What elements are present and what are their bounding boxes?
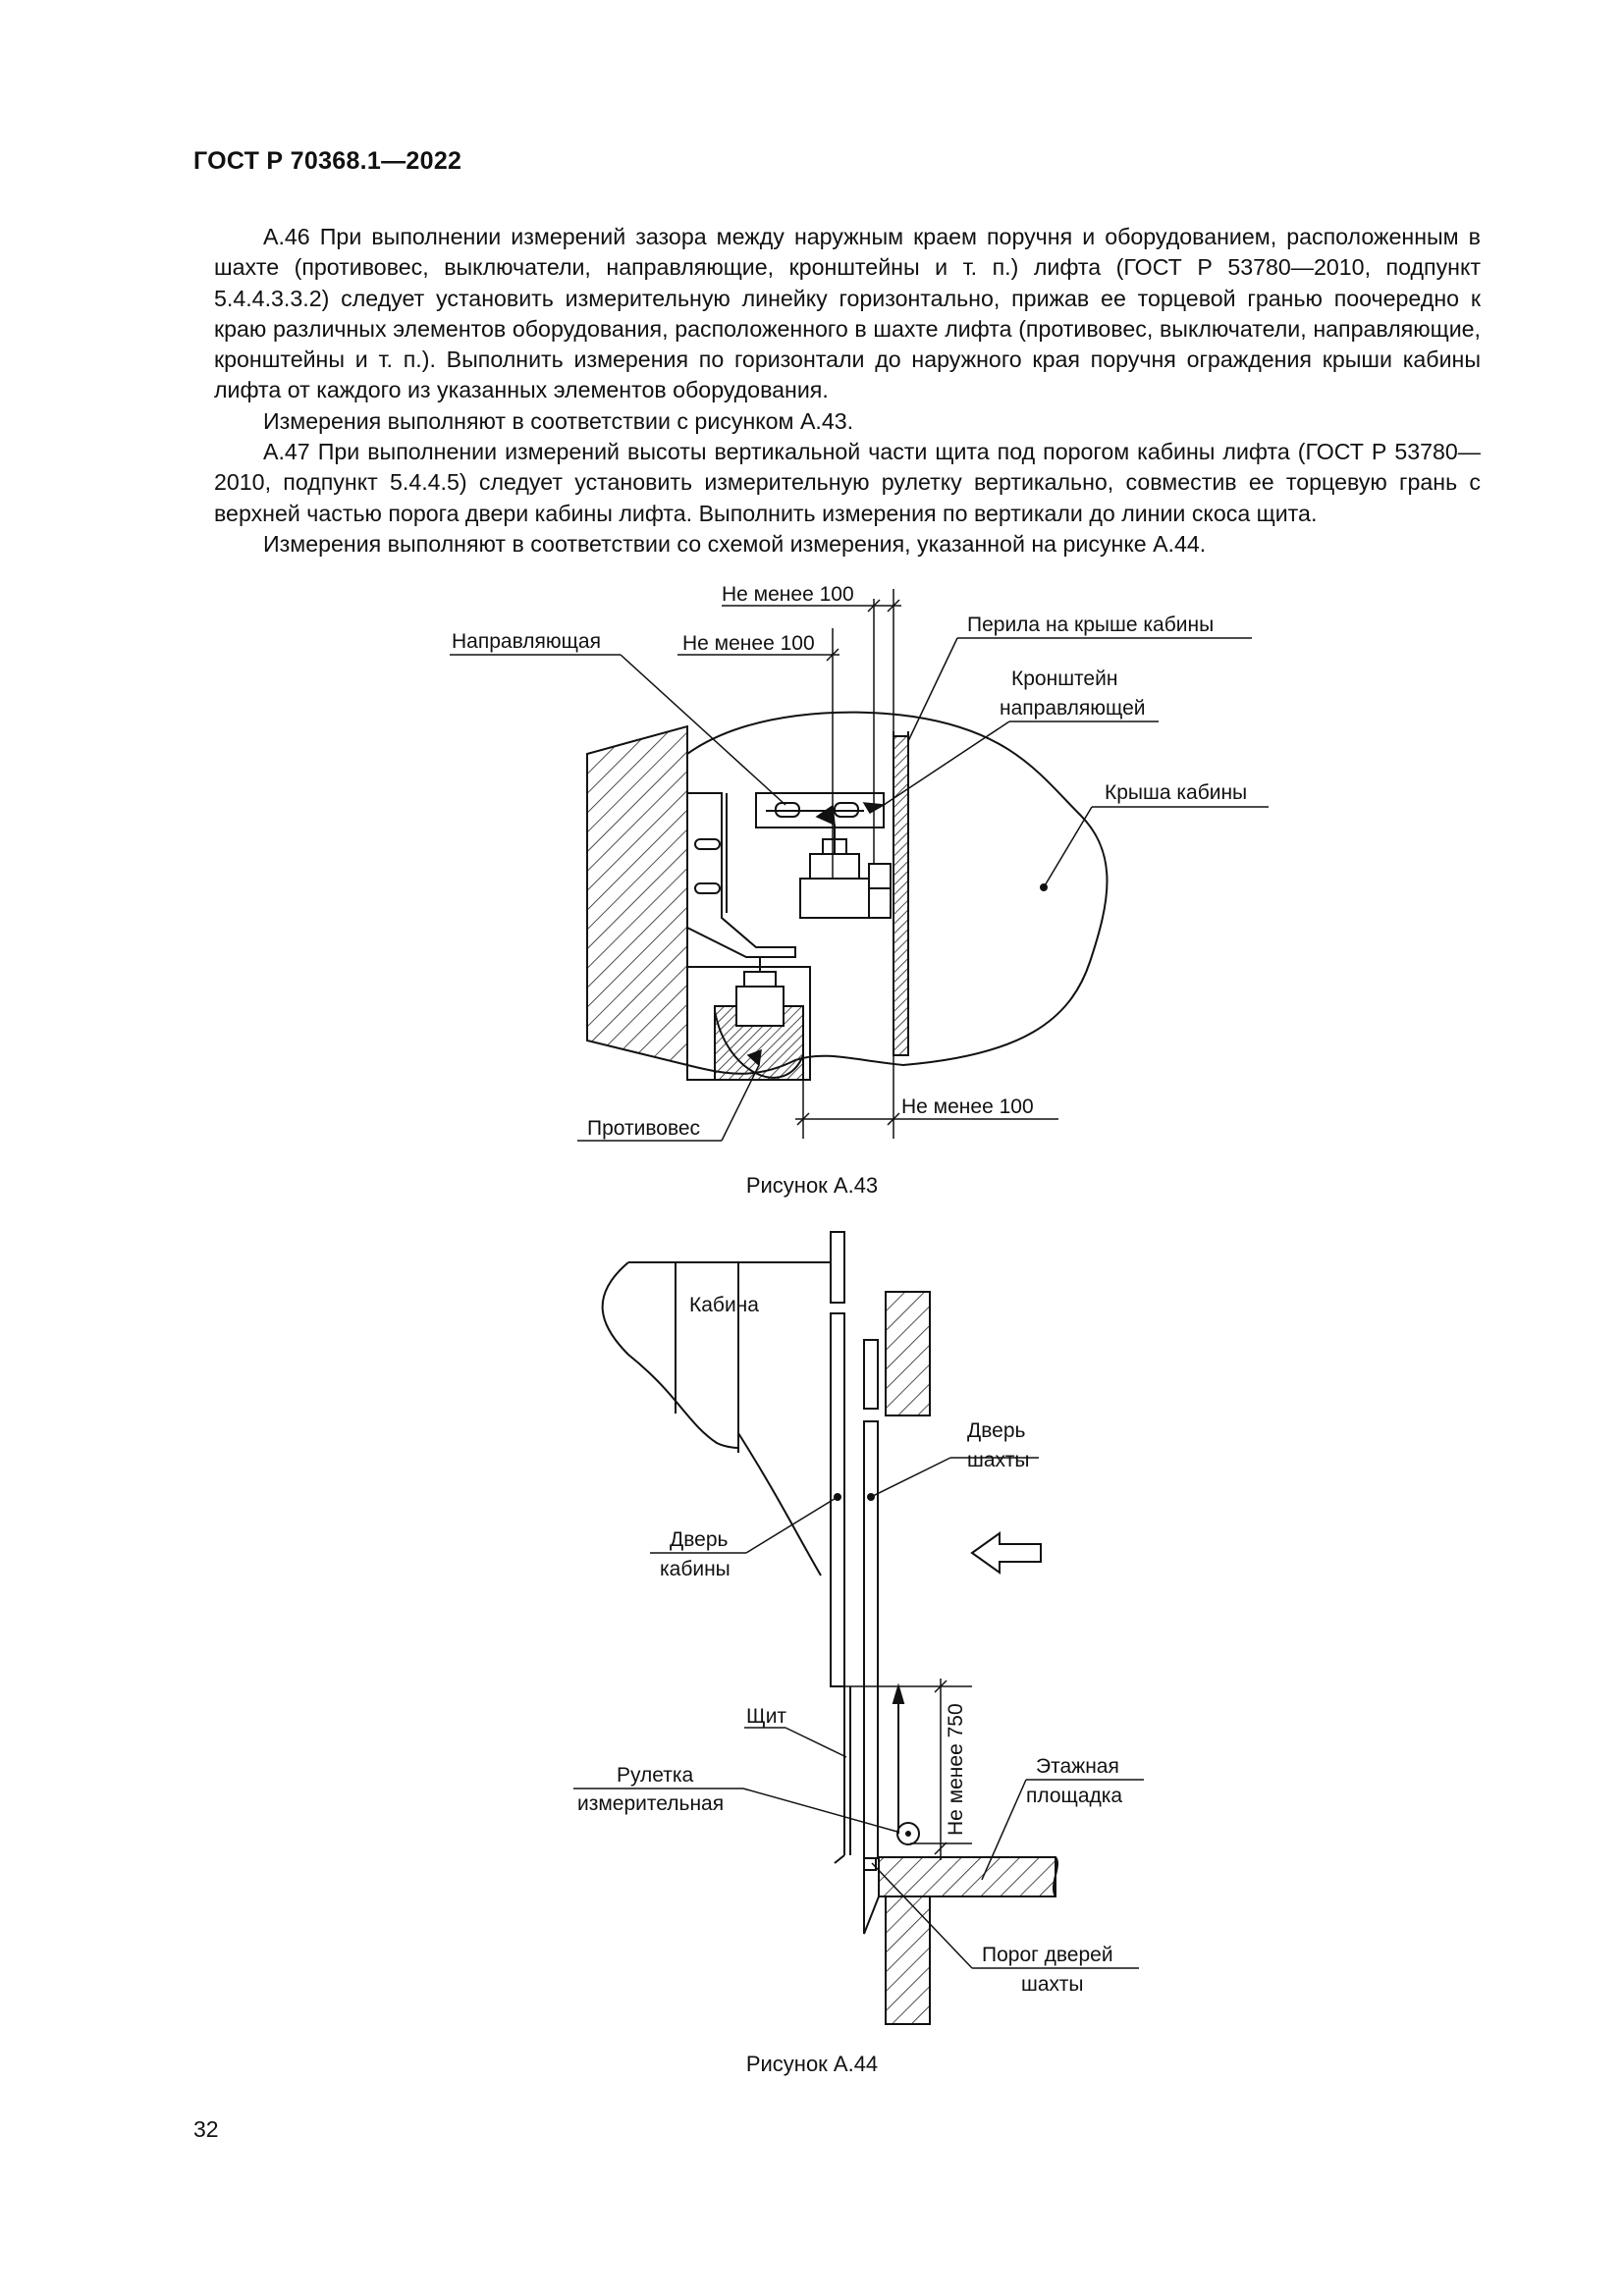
label-bracket-line1: Кронштейн (1011, 667, 1117, 690)
cabin-outline (601, 1261, 831, 1449)
label-landing-line2: площадка (1026, 1785, 1122, 1807)
shaft-wall-lower (885, 1896, 931, 2025)
dim-label-750: Не менее 750 (945, 1703, 967, 1836)
label-threshold-line1: Порог дверей (982, 1944, 1113, 1966)
figure-a44 (573, 1231, 1144, 2025)
label-bracket-line2: направляющей (1000, 697, 1146, 720)
threshold (863, 1857, 877, 1871)
railing (893, 735, 909, 1056)
paragraph-ref-a44: Измерения выполняют в соответствии со сх… (263, 530, 1207, 557)
caption-a44: Рисунок А.44 (745, 2052, 879, 2076)
label-threshold-line2: шахты (1021, 1973, 1084, 1996)
paragraph-a46: А.46 При выполнении измерений зазора меж… (214, 224, 1481, 403)
label-railing: Перила на крыше кабины (967, 614, 1214, 636)
label-cabin-door-line1: Дверь (670, 1528, 729, 1551)
label-tape-line1: Рулетка (617, 1764, 694, 1787)
dim-label-top2: Не менее 100 (682, 632, 815, 655)
paragraph-ref-a43: Измерения выполняют в соответствии с рис… (263, 407, 854, 434)
label-shield: Щит (746, 1705, 786, 1728)
label-counterweight: Противовес (587, 1117, 700, 1140)
cabin-top-block (830, 1231, 845, 1304)
shaft-wall (586, 724, 688, 1067)
direction-arrow (970, 1531, 1042, 1575)
figure-a43 (450, 589, 1269, 1142)
label-shaft-door-line1: Дверь (967, 1419, 1026, 1442)
cabin-door (830, 1312, 845, 1687)
figure-a43-labels: Не менее 100 Не менее 100 Направляющая П… (452, 583, 1247, 1140)
guide-shoe (799, 878, 870, 919)
body-text: А.46 При выполнении измерений зазора меж… (214, 222, 1481, 560)
label-landing-line1: Этажная (1036, 1755, 1119, 1778)
document-header: ГОСТ Р 70368.1—2022 (193, 147, 462, 175)
shaft-wall-upper (885, 1291, 931, 1416)
landing (878, 1856, 1056, 1897)
figure-a44-labels: Кабина Дверь шахты Дверь кабины Щит Руле… (577, 1294, 1122, 1996)
dim-label-bottom: Не менее 100 (901, 1095, 1034, 1118)
caption-a43: Рисунок А.43 (745, 1173, 879, 1198)
label-shaft-door-line2: шахты (967, 1449, 1030, 1471)
label-guide: Направляющая (452, 630, 601, 653)
paragraph-a47: А.47 При выполнении измерений высоты вер… (214, 439, 1481, 526)
shaft-door (863, 1420, 879, 1859)
dim-label-top1: Не менее 100 (722, 583, 854, 606)
label-cabin-door-line2: кабины (660, 1558, 731, 1580)
label-roof: Крыша кабины (1105, 781, 1247, 804)
label-cabin: Кабина (689, 1294, 759, 1316)
shaft-door-top (863, 1339, 879, 1410)
label-tape-line2: измерительная (577, 1792, 724, 1815)
page-number: 32 (193, 2116, 219, 2142)
bracket (755, 792, 885, 828)
